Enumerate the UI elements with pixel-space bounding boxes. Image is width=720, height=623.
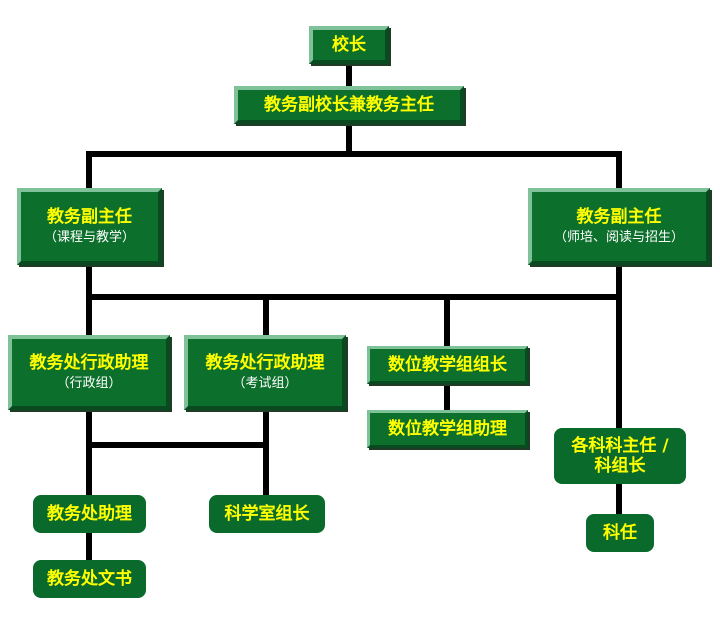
principal-label: 校长 bbox=[332, 34, 366, 55]
digital-group-assistant-box: 数位教学组助理 bbox=[367, 410, 528, 448]
subject-director-box: 各科科主任 / 科组长 bbox=[554, 428, 686, 484]
office-clerk-label: 教务处文书 bbox=[47, 568, 132, 589]
digital-group-leader-box: 数位教学组组长 bbox=[367, 346, 528, 384]
subject-teacher-box: 科任 bbox=[586, 514, 654, 552]
vice-director-right-title: 教务副主任 bbox=[576, 207, 662, 227]
vice-director-left-subtitle: （课程与教学） bbox=[43, 230, 135, 246]
digital-group-leader-label: 数位教学组组长 bbox=[388, 354, 507, 375]
vice-director-left-box: 教务副主任 （课程与教学） bbox=[17, 188, 162, 265]
admin-assistant-1-title: 教务处行政助理 bbox=[29, 353, 149, 373]
vice-director-right-box: 教务副主任 （师培、阅读与招生） bbox=[528, 188, 710, 265]
office-assistant-label: 教务处助理 bbox=[47, 503, 132, 524]
office-assistant-box: 教务处助理 bbox=[33, 495, 146, 533]
subject-director-label: 各科科主任 / 科组长 bbox=[571, 435, 669, 476]
admin-assistant-1-subtitle: （行政组） bbox=[56, 376, 122, 392]
office-clerk-box: 教务处文书 bbox=[33, 560, 146, 598]
vice-director-left-title: 教务副主任 bbox=[47, 207, 132, 227]
principal-box: 校长 bbox=[309, 26, 389, 64]
science-lab-leader-box: 科学室组长 bbox=[209, 495, 325, 533]
admin-assistant-1-box: 教务处行政助理 （行政组） bbox=[8, 335, 170, 410]
science-lab-leader-label: 科学室组长 bbox=[224, 503, 310, 524]
vice-principal-label: 教务副校长兼教务主任 bbox=[264, 94, 434, 115]
admin-assistant-2-title: 教务处行政助理 bbox=[205, 353, 325, 373]
admin-assistant-2-box: 教务处行政助理 （考试组） bbox=[184, 335, 346, 410]
vice-principal-box: 教务副校长兼教务主任 bbox=[234, 86, 464, 124]
digital-group-assistant-label: 数位教学组助理 bbox=[388, 418, 507, 439]
admin-assistant-2-subtitle: （考试组） bbox=[232, 376, 298, 392]
subject-teacher-label: 科任 bbox=[603, 522, 637, 543]
vice-director-right-subtitle: （师培、阅读与招生） bbox=[553, 230, 684, 246]
